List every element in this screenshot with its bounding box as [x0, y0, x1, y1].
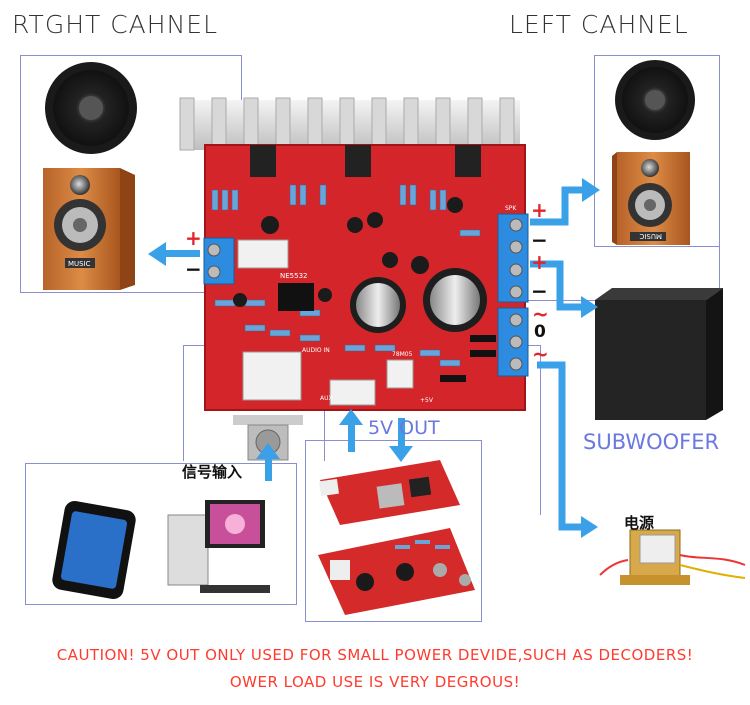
heat-sink	[179, 97, 520, 151]
preamp-board	[318, 528, 475, 615]
signal-devices-box	[25, 463, 297, 605]
transformer	[599, 529, 746, 585]
left-channel-title: LEFT CAHNEL	[509, 10, 689, 39]
plus5v-silk: +5V	[420, 397, 434, 404]
decoder-box	[305, 440, 482, 622]
caution-line-1: CAUTION! 5V OUT ONLY USED FOR SMALL POWE…	[56, 646, 694, 664]
power-tilde-2: ~	[532, 342, 549, 366]
left-plus-sign-1: +	[531, 198, 548, 222]
caution-line-2: OWER LOAD USE IS VERY DEGROUS!	[229, 673, 521, 691]
signal-input-label: 信号输入	[182, 463, 243, 481]
power-label: 电源	[624, 514, 655, 532]
left-minus-sign-1: −	[531, 228, 548, 252]
right-terminal	[203, 237, 235, 285]
five-v-out-label: 5V OUT	[368, 417, 440, 439]
left-speaker-box	[594, 55, 720, 247]
right-minus-sign: −	[185, 257, 202, 281]
power-zero: 0	[534, 322, 546, 342]
chip-label: NE5532	[280, 272, 307, 280]
right-cabinet-brand: MUSIC	[68, 260, 91, 268]
power-terminal	[497, 307, 529, 377]
power-line-vert	[540, 345, 542, 515]
arrows	[148, 178, 600, 538]
spk-silk: SPK	[505, 205, 517, 212]
power-tilde-1: ~	[532, 302, 549, 326]
right-cabinet	[43, 168, 135, 290]
reg-silk: 78M05	[392, 351, 413, 358]
amplifier-board: NE5532 AUDIO IN 78M05 AUX +5V SPK	[203, 144, 529, 411]
decoder-board	[319, 460, 460, 525]
left-driver	[615, 60, 695, 140]
right-driver	[45, 62, 137, 154]
left-cabinet-brand: MUSIC	[639, 232, 662, 240]
right-channel-title: RTGHT CAHNEL	[12, 10, 218, 39]
subwoofer-cube	[595, 288, 723, 420]
right-plus-sign: +	[185, 226, 202, 250]
left-minus-sign-2: −	[531, 279, 548, 303]
subwoofer-label: SUBWOOFER	[583, 430, 720, 454]
left-plus-sign-2: +	[531, 250, 548, 274]
left-terminal	[497, 213, 529, 303]
phone	[52, 501, 136, 599]
computer	[167, 500, 270, 593]
left-cabinet	[612, 152, 690, 245]
aux-silk: AUX	[320, 395, 333, 402]
audio-in-silk: AUDIO IN	[302, 347, 330, 354]
